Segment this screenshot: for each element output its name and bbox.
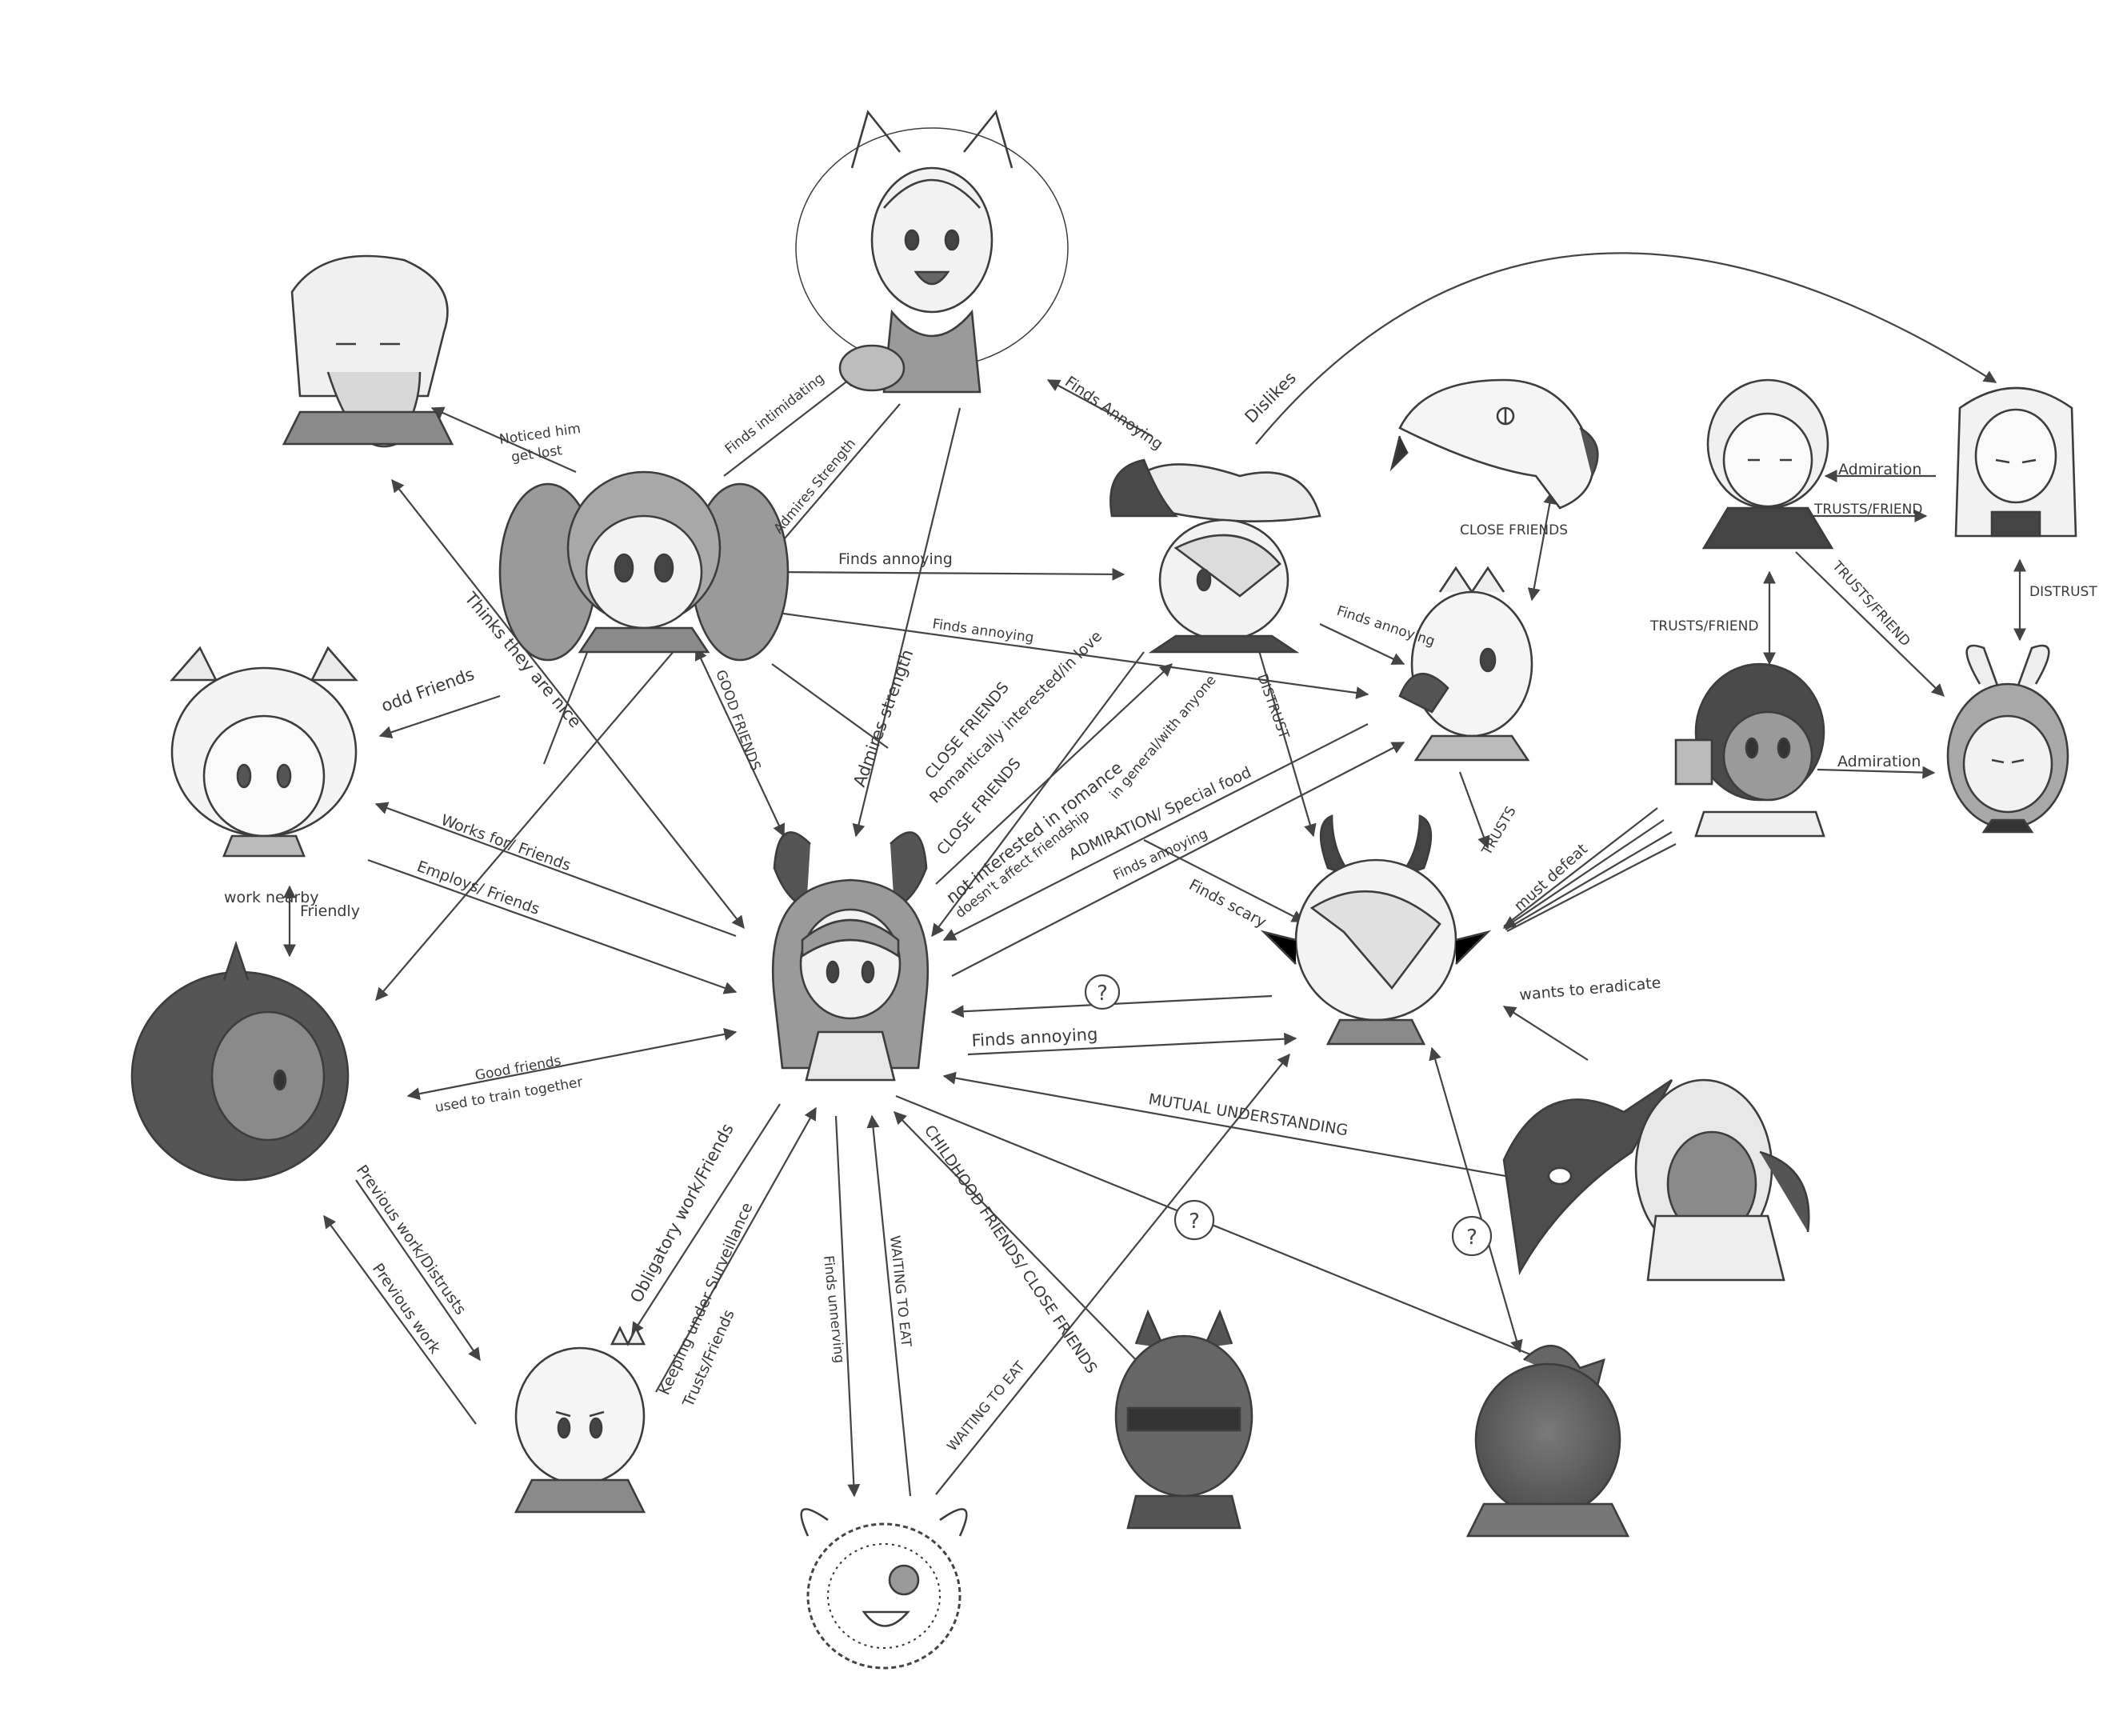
arrow-demon-dark [1429, 1046, 1523, 1354]
label-finds-annoying-demon: Finds annoying [971, 1025, 1098, 1050]
arrow-bunny-to-scribble [834, 1115, 861, 1498]
long-haired-girl-portrait [1954, 386, 2077, 538]
label-romantically-interested: Romantically interested/in love [926, 627, 1105, 806]
arrow-bow-to-twin [542, 638, 594, 765]
label-childhood-friends: CHILDHOOD FRIENDS/ CLOSE FRIENDS [921, 1122, 1101, 1376]
question-mark: ? [1097, 982, 1108, 1006]
label-noticed-him: Noticed him [498, 421, 582, 448]
question-mark: ? [1466, 1226, 1477, 1250]
duck-bonnet-girl-portrait [1398, 566, 1533, 762]
label-mutual-understanding: MUTUAL UNDERSTANDING [1147, 1090, 1349, 1139]
label-admires-strength-mid: Admires strength [850, 647, 917, 790]
arrow-witch-to-cat [1046, 379, 1153, 437]
arrow-duck-to-bunny [942, 723, 1369, 941]
label-trusts: TRUSTS [1479, 804, 1520, 859]
label-dislikes: Dislikes [1241, 368, 1300, 426]
arrow-twin-to-demon [771, 663, 889, 749]
dragon-and-girl-portrait [1502, 1078, 1810, 1282]
arrow-blind-bunny [894, 1111, 1145, 1369]
bearded-old-man-portrait [282, 254, 454, 448]
arrow-bow-to-bunny [367, 858, 738, 994]
label-employs-friends: Employs/ Friends [414, 858, 542, 918]
label-trusts-friend-top: TRUSTS/FRIEND [1813, 502, 1923, 518]
label-close-friends-snake: CLOSE FRIENDS [1460, 522, 1568, 538]
arrow-curly-bunny [406, 1027, 738, 1101]
arrow-shorthair-to-smallbunny [1795, 551, 1945, 697]
label-trusts-friend-left: TRUSTS/FRIEND [1649, 618, 1759, 634]
arrow-witch-to-duck [1319, 623, 1405, 665]
relationship-arrows [283, 252, 2026, 1498]
label-wants-to-eradicate: wants to eradicate [1519, 974, 1662, 1004]
arrow-scribble-to-bunny [866, 1114, 912, 1497]
short-haired-girl-portrait [1701, 378, 1834, 550]
label-in-general-with-anyone: in general/with anyone [1107, 673, 1220, 803]
label-used-to-train-together: used to train together [434, 1074, 584, 1116]
witch-hat-girl-portrait [1109, 458, 1321, 654]
arrow-bunny-to-duck [951, 742, 1405, 977]
horned-demon-girl-portrait [1260, 814, 1492, 1046]
question-bubble: ? [1084, 974, 1121, 1010]
blindfolded-horned-girl-portrait [1114, 1309, 1253, 1530]
arrow-bunny-to-crown [631, 1103, 781, 1336]
bow-haired-girl-portrait [170, 646, 358, 858]
arrow-bunny-dragon [942, 1071, 1529, 1185]
arrow-bunny-to-demon-scary [1143, 839, 1305, 922]
arrow-twin-bunny [694, 646, 786, 838]
hammer-girl-portrait [1674, 662, 1825, 838]
question-bubble: ? [1451, 1215, 1493, 1257]
cat-eared-wild-hair-girl-portrait [795, 110, 1069, 394]
arrow-twin-witch [770, 566, 1125, 581]
small-bunny-girl-portrait [1946, 644, 2069, 834]
label-finds-annoying-cat: Finds Annoying [1062, 373, 1166, 454]
snake-portrait [1389, 378, 1599, 510]
label-finds-scary: Finds scary [1186, 876, 1269, 931]
label-distrust-right: DISTRUST [2029, 584, 2097, 600]
arrow-witch-to-demon [1254, 639, 1317, 838]
crowned-boy-portrait [514, 1326, 646, 1514]
label-finds-intimidating: Finds intimidating [722, 370, 828, 458]
scribbled-winged-creature-portrait [800, 1508, 968, 1670]
arrow-dragon-to-demon [1502, 1006, 1589, 1061]
arrow-duck-to-demon [1458, 771, 1490, 850]
label-waiting-to-eat-2: WAITING TO EAT [945, 1358, 1030, 1454]
label-admires-strength-top: Admires Strength [771, 436, 860, 537]
label-admiration-top: Admiration [1838, 461, 1921, 478]
arrow-cat-admires [779, 403, 901, 545]
arrow-witch-to-longhair [1255, 252, 1997, 445]
label-works-for-friends: Works for/ Friends [438, 811, 573, 874]
label-admiration-bottom: Admiration [1837, 753, 1921, 770]
arrow-bunny-to-bow [374, 802, 737, 938]
twin-tailed-girl-portrait [498, 470, 790, 662]
arrow-bunny-to-demon [967, 1032, 1297, 1056]
shadowed-silhouette-portrait [1465, 1344, 1630, 1538]
arrow-cat-to-bunny [852, 407, 962, 838]
arrow-witch-to-bunny [931, 651, 1145, 938]
arrow-snake-duck [1527, 490, 1557, 602]
curly-haired-girl-portrait [130, 940, 350, 1182]
label-finds-annoying-twin-witch: Finds annoying [838, 550, 953, 568]
arrow-crown-to-curly [323, 1214, 477, 1425]
arrow-curly-to-crown [355, 1179, 481, 1362]
question-mark: ? [1189, 1210, 1200, 1234]
arrow-hammer-to-smallbunny [1817, 766, 1936, 779]
label-trusts-friend-diag: TRUSTS/FRIEND [1829, 558, 1913, 650]
arrow-hammer-to-demon [1502, 819, 1665, 929]
label-friendly: Friendly [300, 902, 360, 920]
arrow-twin-to-old [430, 406, 577, 474]
arrow-twin-to-curly [375, 643, 681, 1002]
label-good-friends: GOOD FRIENDS [712, 668, 763, 773]
arrow-crown-to-bunny [655, 1106, 817, 1393]
label-work-nearby: work nearby [224, 889, 319, 906]
bunny-eared-girl-portrait [771, 831, 930, 1082]
arrow-twin-to-cat [723, 374, 858, 477]
character-portraits [130, 110, 2077, 1670]
arrow-twin-to-bow [378, 694, 501, 738]
question-bubble: ? [1173, 1199, 1215, 1241]
label-previous-work-distrusts: Previous work/Distrusts [353, 1162, 470, 1318]
